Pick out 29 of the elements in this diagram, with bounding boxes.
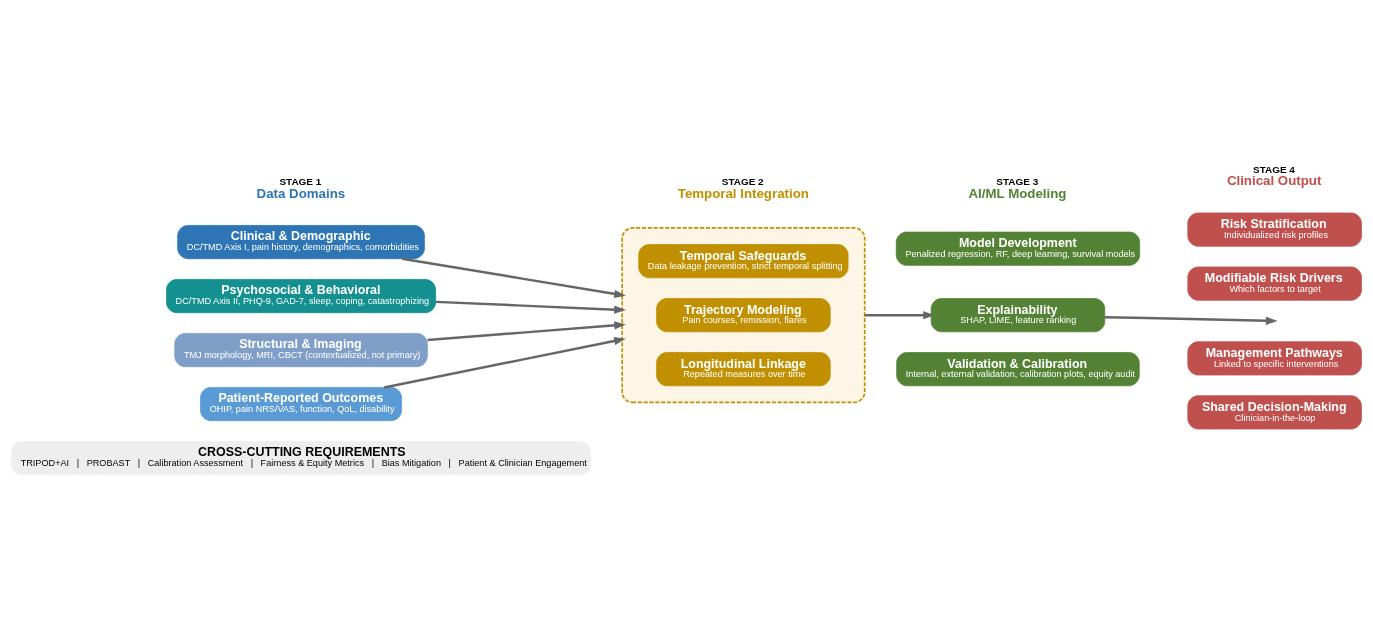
arrow xyxy=(1104,315,1278,325)
node-box: Patient-Reported Outcomes OHIP, pain NRS/VAS, function, QoL, disability xyxy=(200,387,402,422)
arrow xyxy=(427,321,626,342)
node-box: Trajectory Modeling Pain courses, remission, flares xyxy=(656,298,831,333)
node-box: Explainability SHAP, LIME, feature ranking xyxy=(930,298,1106,333)
node-box: Shared Decision-Making Clinician-in-the-loop xyxy=(1187,395,1362,430)
arrow xyxy=(435,300,626,314)
node-box: Model Development Penalized regression, RF, deep learning, survival models xyxy=(895,231,1141,266)
node-box: Temporal Safeguards Data leakage prevention, strict temporal splitting xyxy=(638,244,849,279)
label: STAGE 2 xyxy=(721,176,764,188)
label: STAGE 4 xyxy=(1253,163,1295,175)
label: STAGE 1 xyxy=(279,176,322,188)
node-box: Psychosocial & Behavioral DC/TMD Axis II, PHQ-9, GAD-7, sleep, coping, catastrophizing xyxy=(166,279,437,314)
node-box: Modifiable Risk Drivers Which factors to target xyxy=(1187,266,1362,301)
label: STAGE 3 xyxy=(996,176,1039,188)
node-box: Longitudinal Linkage Repeated measures over time xyxy=(656,352,831,387)
node-box: Structural & Imaging TMJ morphology, MRI, CBCT (contextualized, not primary) xyxy=(174,333,428,368)
label: Data Domains xyxy=(256,185,346,201)
label: AI/ML Modeling xyxy=(968,185,1067,201)
node-box: Validation & Calibration Internal, external validation, calibration plots, equity audit xyxy=(896,352,1140,387)
cluster xyxy=(621,227,866,404)
arrow xyxy=(864,311,935,320)
node-box: Risk Stratification Individualized risk profiles xyxy=(1187,212,1362,247)
node-box: Management Pathways Linked to specific interventions xyxy=(1187,341,1362,376)
label: Temporal Integration xyxy=(677,185,809,201)
node-box: Clinical & Demographic DC/TMD Axis I, pain history, demographics, comorbidities xyxy=(177,225,425,260)
label: Clinical Output xyxy=(1226,173,1322,189)
arrow xyxy=(384,337,626,389)
arrow xyxy=(401,257,626,298)
